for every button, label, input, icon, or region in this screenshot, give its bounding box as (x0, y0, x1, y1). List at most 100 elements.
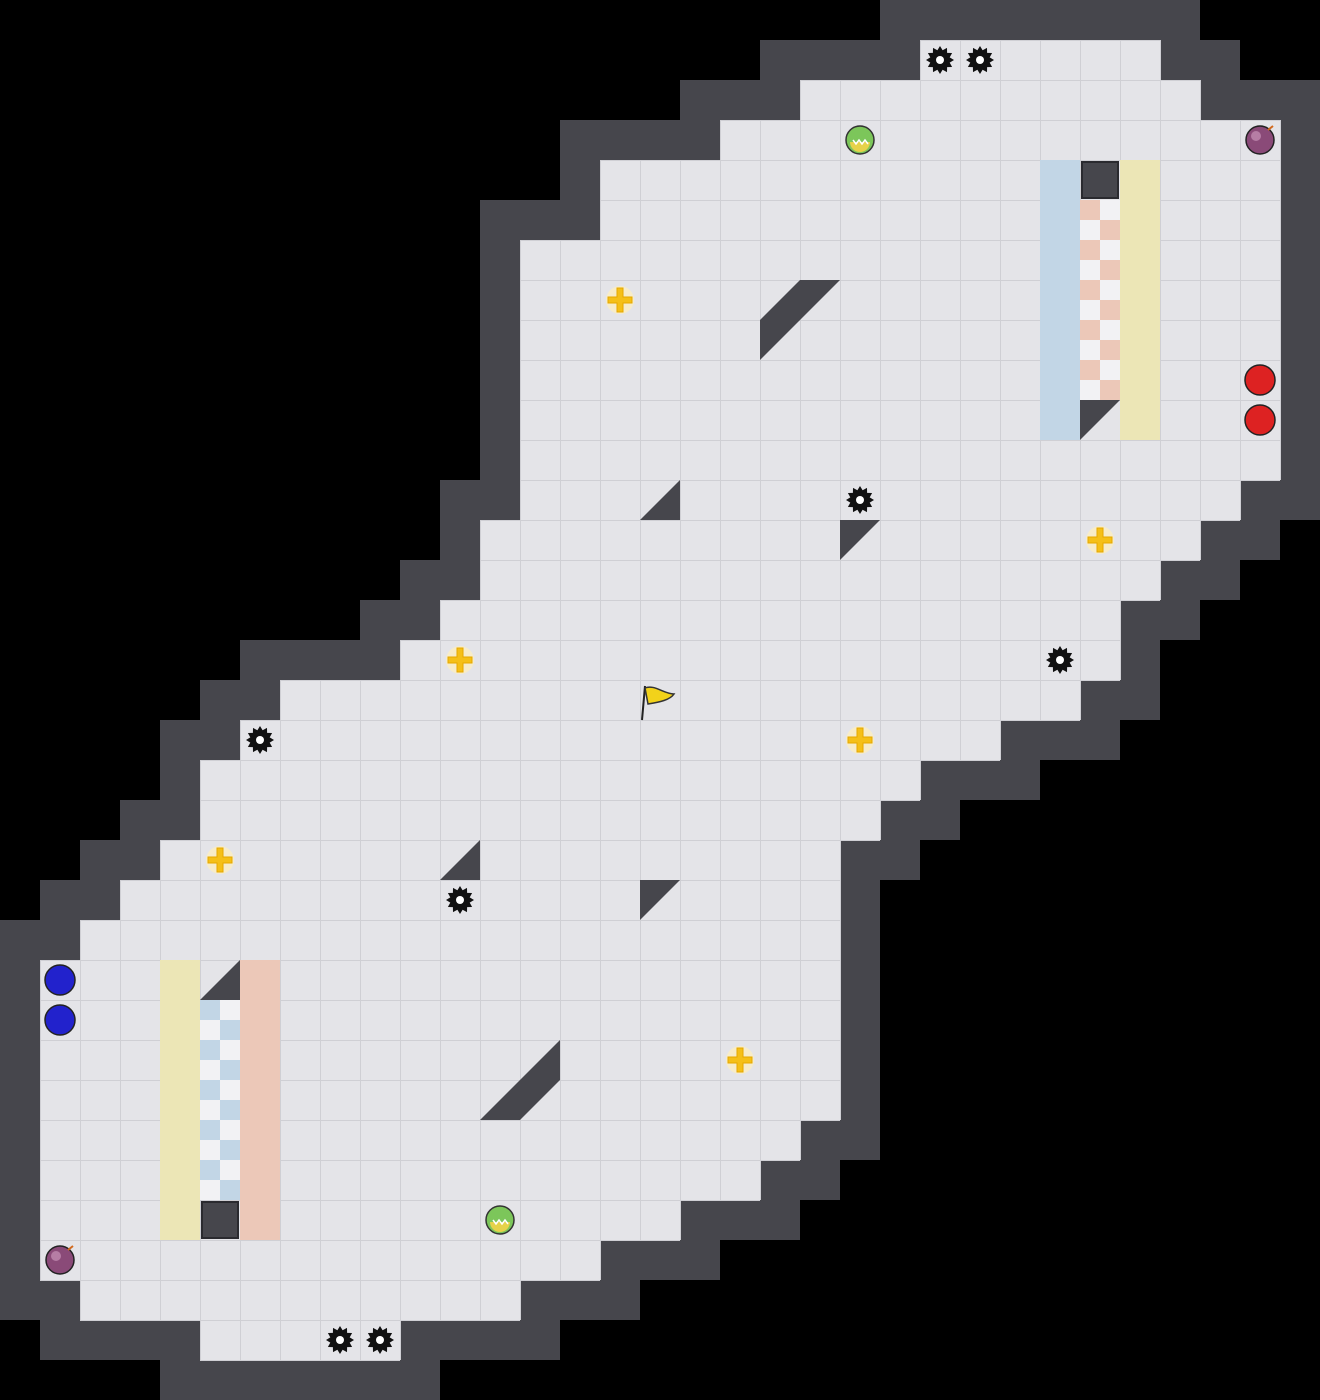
spike-center (936, 56, 944, 64)
ball-body (1244, 404, 1276, 436)
bomb-shine (51, 1251, 61, 1261)
boost-cross (847, 727, 873, 753)
checker-cell (1080, 300, 1100, 320)
boost-icon (446, 646, 474, 674)
ball-icon (1244, 404, 1276, 436)
checker-cell (220, 1020, 240, 1040)
spike-icon (366, 1326, 394, 1354)
wall-wedge (200, 960, 240, 1000)
checker-cell (220, 1080, 240, 1100)
yellow-zone (160, 960, 200, 1240)
boost-icon (606, 286, 634, 314)
wall-wedge (640, 880, 680, 920)
ball-icon (44, 964, 76, 996)
floor-row (80, 1280, 520, 1320)
team-boost-zig (492, 1218, 509, 1226)
flag-cloth (644, 686, 676, 705)
spike-center (856, 496, 864, 504)
boost-cross (447, 647, 473, 673)
team-boost-band (490, 1222, 510, 1232)
spike-icon (926, 46, 954, 74)
checker-cell (220, 1000, 240, 1020)
spike-center (456, 896, 464, 904)
spike-center (256, 736, 264, 744)
floor-row (520, 320, 1280, 360)
ball-icon (44, 1004, 76, 1036)
bomb-fuse (67, 1245, 74, 1251)
spike-icon (966, 46, 994, 74)
checker-cell (1080, 280, 1100, 300)
spike-center (1056, 656, 1064, 664)
checker-cell (200, 1160, 220, 1180)
checker-cell (220, 1100, 240, 1120)
checker-cell (200, 1080, 220, 1100)
checker-cell (1080, 240, 1100, 260)
ball-body (1244, 364, 1276, 396)
spike-center (976, 56, 984, 64)
checker-cell (220, 1060, 240, 1080)
flag-icon (641, 685, 676, 721)
checker-cell (1080, 380, 1100, 400)
checker-cell (220, 1160, 240, 1180)
boost-icon (1086, 526, 1114, 554)
wall-block (201, 1201, 239, 1239)
boost-icon (726, 1046, 754, 1074)
spike-icon (246, 726, 274, 754)
team-boost-zig (852, 138, 869, 146)
red-checker-zone (1080, 200, 1120, 400)
checker-cell (220, 1040, 240, 1060)
floor-row (520, 240, 1280, 280)
bomb-body (45, 1245, 75, 1275)
boost-icon (206, 846, 234, 874)
spike-icon (1046, 646, 1074, 674)
bomb-icon (1245, 125, 1275, 155)
map-items (44, 46, 1276, 1354)
floor-row (520, 440, 1280, 480)
boost-cross (607, 287, 633, 313)
bomb-shine (1251, 131, 1261, 141)
checker-cell (1100, 280, 1120, 300)
wall-wedge (1080, 400, 1120, 440)
checker-cell (200, 1020, 220, 1040)
checker-cell (220, 1140, 240, 1160)
checker-cell (1080, 340, 1100, 360)
boost-icon (846, 726, 874, 754)
checker-cell (200, 1140, 220, 1160)
floor-row (160, 840, 840, 880)
checker-cell (1100, 380, 1120, 400)
bomb-fuse (1267, 125, 1274, 131)
wall-wedge (640, 480, 680, 520)
spike-icon (846, 486, 874, 514)
floor-row (520, 400, 1280, 440)
team-boost-icon (845, 125, 875, 155)
checker-cell (1080, 320, 1100, 340)
team-boost-band (850, 142, 870, 152)
checker-cell (1100, 200, 1120, 220)
team-boost-icon (485, 1205, 515, 1235)
checker-cell (1080, 360, 1100, 380)
ball-body (44, 964, 76, 996)
wall-wedge (440, 840, 480, 880)
checker-cell (200, 1060, 220, 1080)
boost-cross (1087, 527, 1113, 553)
boost-cross (727, 1047, 753, 1073)
floor-row (240, 720, 1000, 760)
checker-cell (1100, 320, 1120, 340)
checker-cell (200, 1040, 220, 1060)
wall-wedge (760, 280, 840, 360)
floor-row (40, 1120, 800, 1160)
floor-row (200, 800, 880, 840)
floor-row (600, 200, 1280, 240)
checker-cell (220, 1180, 240, 1200)
wall-blocks (200, 161, 1120, 1239)
boost-cross (207, 847, 233, 873)
ball-icon (1244, 364, 1276, 396)
spike-center (336, 1336, 344, 1344)
checker-cell (1080, 200, 1100, 220)
checker-cell (200, 1180, 220, 1200)
team-zones (160, 160, 1160, 1240)
floor-row (80, 920, 840, 960)
spike-center (376, 1336, 384, 1344)
floor-row (520, 360, 1280, 400)
checker-cell (200, 1000, 220, 1020)
